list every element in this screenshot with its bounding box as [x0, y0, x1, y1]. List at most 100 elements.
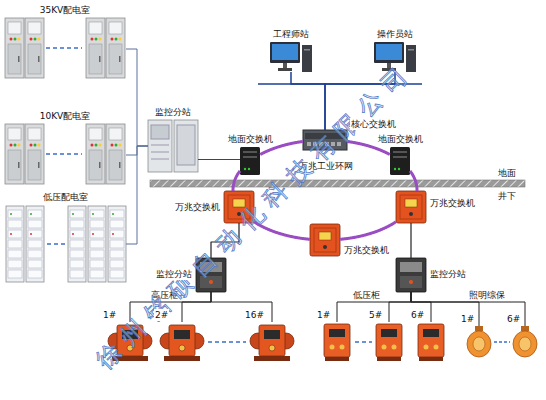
bus-line: [389, 292, 411, 322]
monitor-cabinet: [148, 120, 198, 172]
hv-switch-icon: [108, 325, 152, 361]
hv-switch-icon: [160, 325, 204, 361]
node-label: 地面交换机: [377, 133, 424, 145]
hv-switch: 1#: [108, 322, 152, 362]
ellipsis-dash: [208, 341, 246, 343]
lv-switch: 1#: [322, 322, 352, 362]
computer-icon: [374, 42, 416, 72]
node-label: 低压配电室: [42, 191, 89, 203]
flameproof-switch: [310, 224, 340, 256]
power-feed: [126, 49, 148, 146]
node-label: 6#: [506, 313, 521, 325]
lighting-protector: 1#: [466, 326, 492, 358]
node-label: 监控分站: [154, 106, 192, 118]
zone-label: 井下: [497, 190, 517, 202]
zone-label: 地面: [497, 167, 517, 179]
monitor-substation: 监控分站: [396, 258, 426, 292]
workstation: 操作员站: [374, 42, 416, 72]
lv-cabinet: [6, 206, 24, 282]
node-label: 万兆交换机: [343, 244, 390, 256]
switchgear-room: 10KV配电室: [4, 124, 126, 186]
switchgear-cabinet: [25, 18, 44, 78]
switchgear-cabinet: [106, 124, 125, 184]
ring-link: [254, 222, 310, 239]
node-label: 1#: [316, 309, 331, 321]
lv-switch: 6#: [416, 322, 446, 362]
switchgear-cabinet: [5, 18, 24, 78]
ring-link: [233, 171, 240, 191]
node-label: 1#: [102, 309, 117, 321]
lv-cabinet: [88, 206, 106, 282]
node-label: 35KV配电室: [39, 4, 92, 16]
group-label: 高压柜: [150, 289, 179, 301]
node-label: 10KV配电室: [39, 110, 92, 122]
lighting-icon: [513, 326, 537, 357]
hv-switch-icon: [250, 325, 294, 361]
ring-switch: 万兆交换机: [310, 224, 340, 256]
node-label: 1#: [460, 313, 475, 325]
node-label: 2#: [154, 309, 169, 321]
substation-icon: [396, 258, 426, 292]
bus-line: [211, 292, 272, 322]
server-icon: [390, 147, 410, 175]
lv-cabinet: [26, 206, 44, 282]
switchgear-cabinet: [5, 124, 24, 184]
workstation: 工程师站: [270, 42, 312, 72]
server-icon: [240, 147, 260, 175]
ground-line: [150, 180, 525, 187]
lighting-icon: [467, 326, 491, 357]
ring-switch: 万兆交换机: [224, 191, 254, 223]
node-label: 监控分站: [155, 268, 193, 280]
ring-link: [410, 171, 417, 191]
lv-cabinet: [108, 206, 126, 282]
switchgear-cabinet: [86, 18, 105, 78]
switchgear-room: 低压配电室: [4, 205, 126, 283]
flameproof-switch: [224, 191, 254, 223]
hv-switch: 2#: [160, 322, 204, 362]
node-label: 6#: [410, 309, 425, 321]
hv-switch: 16#: [250, 322, 294, 362]
ellipsis-dash: [46, 153, 82, 155]
core-switch-icon: [303, 130, 347, 150]
node-label: 地面交换机: [227, 133, 274, 145]
node-label: 5#: [368, 309, 383, 321]
ellipsis-dash: [355, 341, 372, 343]
computer-icon: [270, 42, 312, 72]
node-label: 万兆交换机: [429, 197, 476, 209]
node-label: 核心交换机: [350, 118, 397, 130]
group-label: 照明综保: [468, 289, 506, 301]
core-switch: 核心交换机: [303, 130, 347, 150]
lv-switch-icon: [418, 324, 444, 361]
node-label: 工程师站: [272, 28, 310, 40]
power-feed: [126, 146, 148, 244]
ring-switch: 万兆交换机: [396, 191, 426, 223]
bus-line: [411, 292, 431, 322]
bus-line: [182, 292, 211, 322]
ellipsis-dash: [46, 47, 82, 49]
watermark: 徐州铭硕自动化科技有限公司: [91, 56, 419, 374]
node-label: 操作员站: [376, 28, 414, 40]
monitor-substation: 监控分站: [196, 258, 226, 292]
group-label: 低压柜: [352, 289, 381, 301]
switchgear-cabinet: [106, 18, 125, 78]
ellipsis-dash: [494, 341, 510, 343]
ethernet-link: [291, 72, 325, 130]
node-label: 万兆交换机: [174, 201, 221, 213]
ethernet-link: [198, 159, 240, 160]
ring-link: [340, 222, 396, 239]
lighting-protector: 6#: [512, 326, 538, 358]
flameproof-switch: [396, 191, 426, 223]
substation-icon: [196, 258, 226, 292]
surface-switch: 地面交换机: [240, 147, 260, 175]
switchgear-cabinet: [25, 124, 44, 184]
fiber-link: [211, 223, 239, 258]
switchgear-cabinet: [86, 124, 105, 184]
node-label: 16#: [244, 309, 265, 321]
ellipsis-dash: [47, 243, 66, 245]
lv-switch: 5#: [374, 322, 404, 362]
node-label: 监控分站: [429, 268, 467, 280]
switchgear-room: 35KV配电室: [4, 18, 126, 80]
lv-switch-icon: [376, 324, 402, 361]
lv-switch-icon: [324, 324, 350, 361]
fiber-link: [410, 223, 411, 258]
